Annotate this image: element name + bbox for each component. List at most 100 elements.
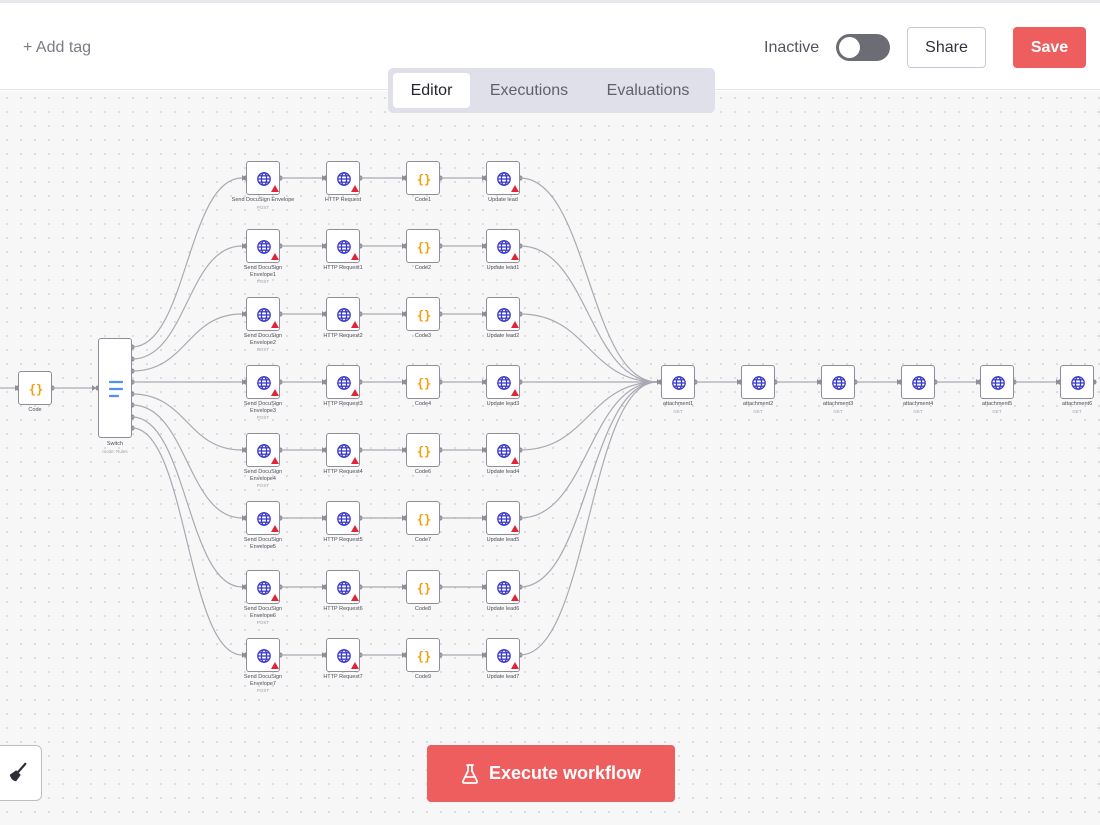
attachment-node-1[interactable] bbox=[741, 365, 775, 399]
clear-execution-button[interactable] bbox=[0, 745, 42, 801]
code-braces-icon: {} bbox=[417, 650, 431, 664]
send-docusign-node-0[interactable] bbox=[246, 161, 280, 195]
update-lead-node-2-label: Update lead2 bbox=[468, 333, 538, 340]
tab-editor[interactable]: Editor bbox=[393, 73, 470, 108]
warning-icon bbox=[511, 321, 519, 328]
update-lead-node-0[interactable] bbox=[486, 161, 520, 195]
attachment-node-4-label: attachment5 bbox=[962, 401, 1032, 408]
send-docusign-node-3[interactable] bbox=[246, 365, 280, 399]
warning-icon bbox=[511, 253, 519, 260]
node-label-line: attachment4 bbox=[902, 401, 934, 407]
node-label-line: Send DocuSign bbox=[243, 674, 283, 680]
update-lead-node-1[interactable] bbox=[486, 229, 520, 263]
tab-executions[interactable]: Executions bbox=[489, 81, 569, 99]
code-node-0[interactable]: {} bbox=[406, 161, 440, 195]
flask-icon bbox=[461, 763, 479, 784]
warning-icon bbox=[351, 525, 359, 532]
edge-merge-6 bbox=[519, 381, 658, 588]
code-node-4[interactable]: {} bbox=[406, 433, 440, 467]
node-label-line: Send DocuSign bbox=[243, 333, 283, 339]
svg-text:{}: {} bbox=[417, 445, 431, 459]
node-label-line: Update lead6 bbox=[486, 606, 520, 612]
update-lead-node-4[interactable] bbox=[486, 433, 520, 467]
workflow-canvas[interactable] bbox=[0, 91, 1100, 825]
http-request-node-1[interactable] bbox=[326, 229, 360, 263]
svg-text:{}: {} bbox=[417, 241, 431, 255]
send-docusign-node-2[interactable] bbox=[246, 297, 280, 331]
code-node-3[interactable]: {} bbox=[406, 365, 440, 399]
warning-icon bbox=[271, 321, 279, 328]
node-label-line: HTTP Request7 bbox=[323, 674, 363, 680]
update-lead-node-7[interactable] bbox=[486, 638, 520, 672]
http-request-node-0[interactable] bbox=[326, 161, 360, 195]
code-node[interactable]: {} bbox=[18, 371, 52, 405]
add-tag-link[interactable]: + Add tag bbox=[23, 39, 92, 56]
globe-icon bbox=[337, 308, 351, 322]
top-border bbox=[0, 0, 1100, 3]
tab-evaluations[interactable]: Evaluations bbox=[606, 81, 690, 99]
globe-icon bbox=[337, 649, 351, 663]
update-lead-node-6[interactable] bbox=[486, 570, 520, 604]
edge-branch-3-0-arrow bbox=[322, 379, 326, 385]
globe-icon bbox=[257, 649, 271, 663]
http-request-node-4[interactable] bbox=[326, 433, 360, 467]
code-node-1-label: Code2 bbox=[388, 265, 458, 272]
share-button[interactable]: Share bbox=[907, 27, 986, 68]
node-label-line: attachment6 bbox=[1061, 401, 1093, 407]
edge-attachment-5-arrow bbox=[1056, 379, 1060, 385]
attachment-node-3-label: attachment4 bbox=[883, 401, 953, 408]
node-label-line: HTTP Request1 bbox=[323, 265, 363, 271]
attachment-node-0-sub: GET bbox=[673, 408, 683, 414]
http-request-node-2[interactable] bbox=[326, 297, 360, 331]
http-request-node-5[interactable] bbox=[326, 501, 360, 535]
update-lead-node-5[interactable] bbox=[486, 501, 520, 535]
edge-branch-6-1-arrow bbox=[402, 584, 406, 590]
attachment-node-2[interactable] bbox=[821, 365, 855, 399]
attachment-node-3[interactable] bbox=[901, 365, 935, 399]
code-node-5[interactable]: {} bbox=[406, 501, 440, 535]
edge-branch-2-2-arrow bbox=[482, 311, 486, 317]
globe-icon bbox=[257, 308, 271, 322]
code-node-1[interactable]: {} bbox=[406, 229, 440, 263]
node-label-line: attachment2 bbox=[742, 401, 774, 407]
edge-switch-branch-2 bbox=[131, 313, 243, 372]
http-request-node-6[interactable] bbox=[326, 570, 360, 604]
send-docusign-node-1[interactable] bbox=[246, 229, 280, 263]
node-label-line: Update lead3 bbox=[486, 401, 520, 407]
warning-icon bbox=[351, 662, 359, 669]
warning-icon bbox=[511, 457, 519, 464]
node-label-line: Update lead4 bbox=[486, 469, 520, 475]
code-node-7[interactable]: {} bbox=[406, 638, 440, 672]
warning-icon bbox=[511, 389, 519, 396]
send-docusign-node-7[interactable] bbox=[246, 638, 280, 672]
execute-workflow-button[interactable]: Execute workflow bbox=[427, 745, 675, 802]
send-docusign-node-6[interactable] bbox=[246, 570, 280, 604]
http-request-node-7[interactable] bbox=[326, 638, 360, 672]
save-button[interactable]: Save bbox=[1013, 27, 1086, 68]
active-toggle[interactable] bbox=[836, 34, 890, 61]
switch-node[interactable] bbox=[98, 338, 132, 438]
edge-merge-7 bbox=[519, 381, 658, 656]
attachment-node-5[interactable] bbox=[1060, 365, 1094, 399]
edge-branch-1-1-arrow bbox=[402, 243, 406, 249]
update-lead-node-4-label: Update lead4 bbox=[468, 469, 538, 476]
code-node-2[interactable]: {} bbox=[406, 297, 440, 331]
send-docusign-node-4[interactable] bbox=[246, 433, 280, 467]
edge-code-switch-arrow bbox=[92, 385, 96, 391]
code-node-6[interactable]: {} bbox=[406, 570, 440, 604]
edge-merge-2 bbox=[519, 313, 658, 383]
attachment-node-0[interactable] bbox=[661, 365, 695, 399]
http-request-node-3[interactable] bbox=[326, 365, 360, 399]
warning-icon bbox=[351, 321, 359, 328]
edge-attachment-2-arrow bbox=[817, 379, 821, 385]
update-lead-node-3[interactable] bbox=[486, 365, 520, 399]
edge-branch-6-2-arrow bbox=[482, 584, 486, 590]
warning-icon bbox=[271, 389, 279, 396]
attachment-node-4[interactable] bbox=[980, 365, 1014, 399]
update-lead-node-2[interactable] bbox=[486, 297, 520, 331]
code-node-5-label: Code7 bbox=[388, 537, 458, 544]
globe-icon bbox=[257, 376, 271, 390]
send-docusign-node-5[interactable] bbox=[246, 501, 280, 535]
